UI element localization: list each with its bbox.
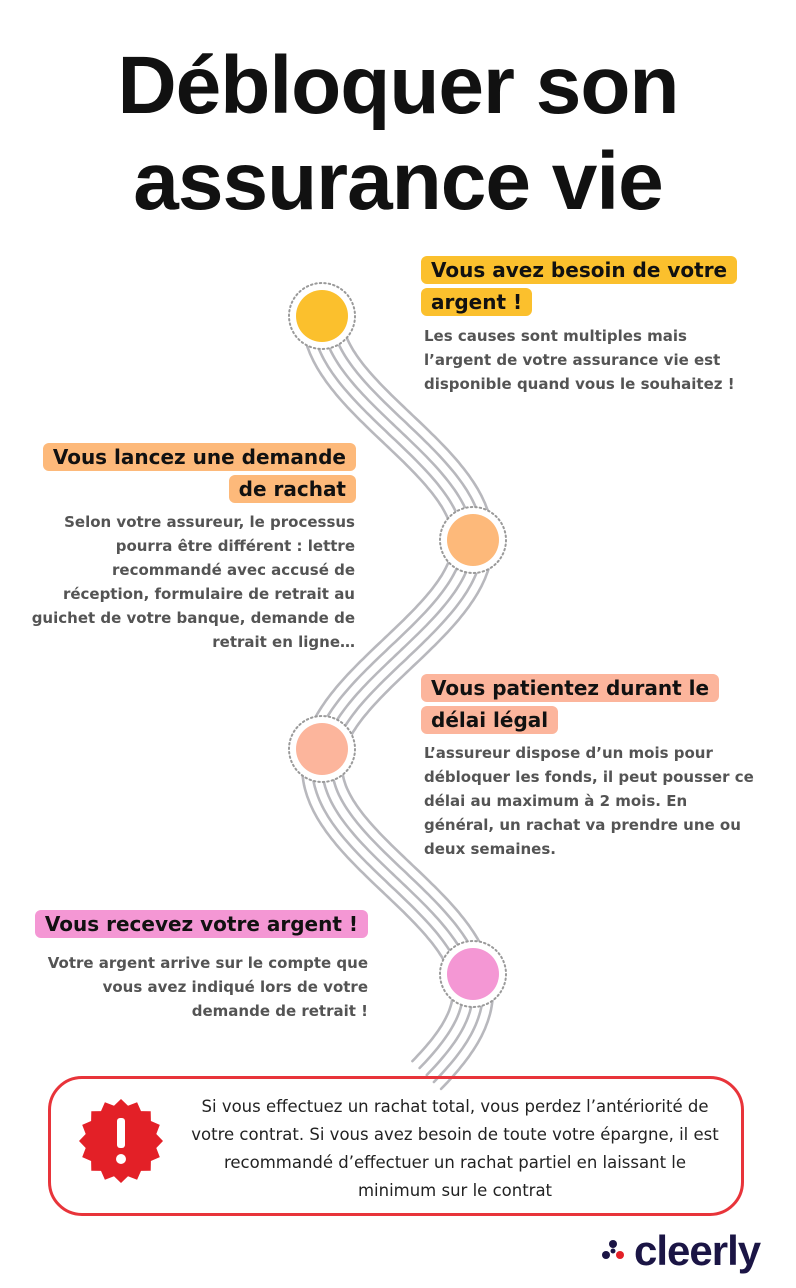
exclamation-badge-icon — [79, 1099, 163, 1183]
asterisk-logo-icon — [602, 1240, 624, 1259]
step-3-node — [296, 723, 348, 775]
step-3-heading: Vous patientez durant le délai légal — [421, 672, 731, 736]
page-title-line-1: Débloquer son — [117, 40, 679, 131]
step-2-node — [447, 514, 499, 566]
page-title-line-2: assurance vie — [133, 136, 664, 227]
step-3-description: L’assureur dispose d’un mois pour débloq… — [424, 744, 754, 858]
step-4-node — [447, 948, 499, 1000]
step-4-heading: Vous recevez votre argent ! — [26, 908, 368, 940]
step-4-description: Votre argent arrive sur le compte que vo… — [47, 954, 368, 1020]
step-1-heading-text: Vous avez besoin de votre argent ! — [421, 256, 738, 316]
page-title: Débloquer son assurance vie — [0, 38, 796, 230]
brand-name: cleerly — [634, 1227, 761, 1274]
step-2-heading-text: Vous lancez une demande de rachat — [42, 443, 356, 503]
step-2-heading: Vous lancez une demande de rachat — [26, 441, 356, 505]
road-nodes — [288, 282, 507, 1008]
step-1-heading: Vous avez besoin de votre argent ! — [421, 254, 751, 318]
brand-logo: cleerly — [600, 1226, 761, 1276]
step-1-node — [296, 290, 348, 342]
step-3-heading-text: Vous patientez durant le délai légal — [421, 674, 720, 734]
warning-box — [48, 1076, 744, 1216]
warning-text: Si vous effectuez un rachat total, vous … — [191, 1097, 719, 1200]
step-4-heading-text: Vous recevez votre argent ! — [34, 910, 368, 938]
step-2-description: Selon votre assureur, le processus pourr… — [31, 513, 355, 651]
step-1-description: Les causes sont multiples mais l’argent … — [424, 327, 735, 393]
